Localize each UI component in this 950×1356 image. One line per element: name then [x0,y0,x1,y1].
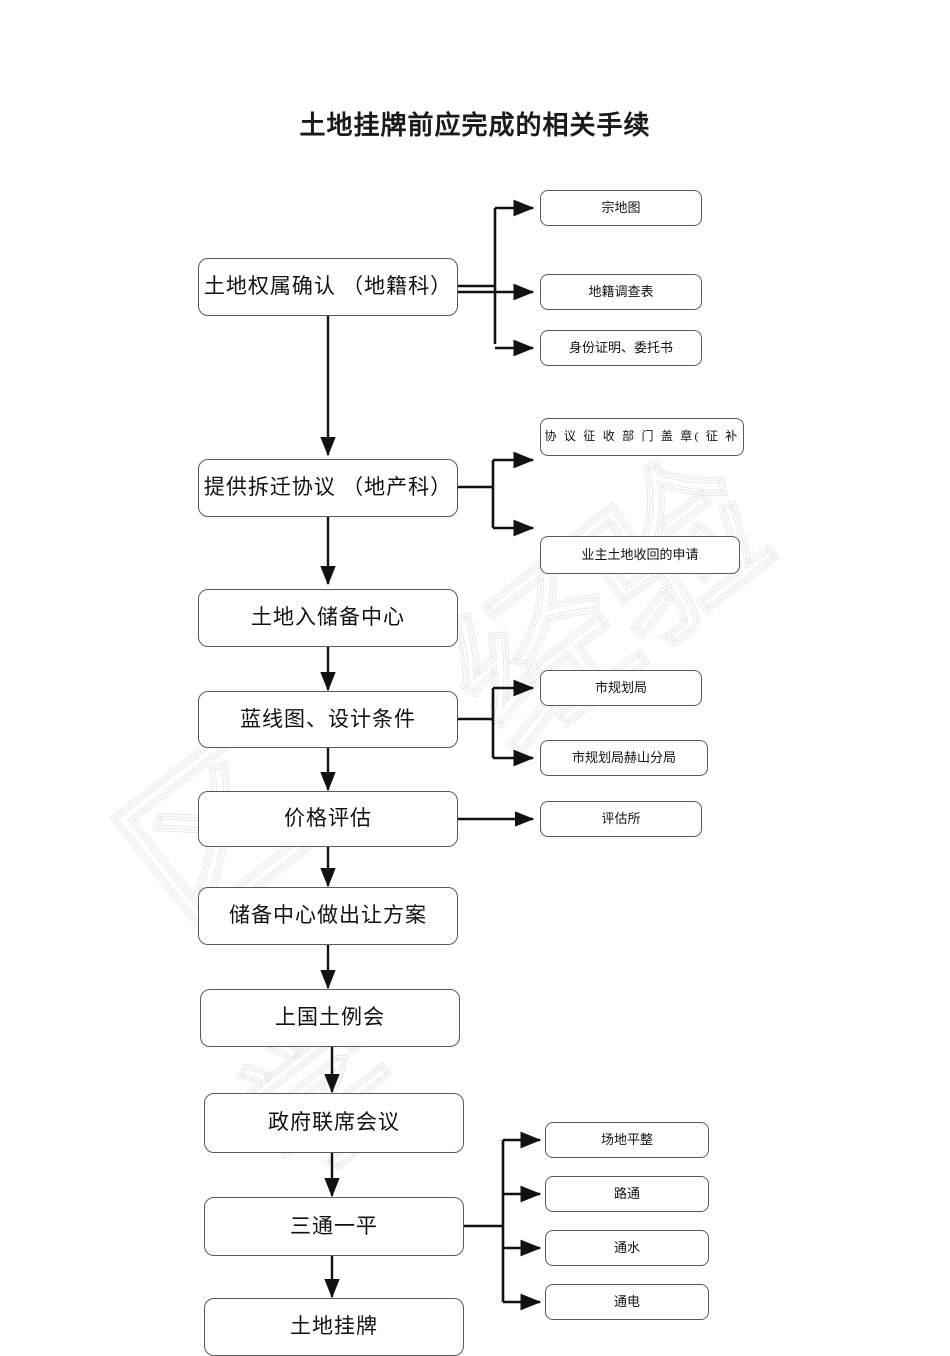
node-label: 储备中心做出让方案 [229,903,427,928]
work-site-leveling[interactable]: 场地平整 [545,1122,709,1158]
doc-parcel-map[interactable]: 宗地图 [540,190,702,226]
step-price-appraisal[interactable]: 价格评估 [198,791,458,847]
node-label: 协 议 征 收 部 门 盖 章( 征 补 [544,429,740,444]
work-power-access[interactable]: 通电 [545,1284,709,1320]
doc-expropriation-seal[interactable]: 协 议 征 收 部 门 盖 章( 征 补 [540,418,744,456]
node-label: 场地平整 [600,1131,653,1147]
step-three-one-level[interactable]: 三通一平 [204,1197,464,1256]
node-label: 蓝线图、设计条件 [240,706,416,731]
node-label: 路通 [613,1185,640,1201]
node-label: 身份证明、委托书 [568,339,673,355]
org-city-planning-bureau[interactable]: 市规划局 [540,670,702,706]
node-label: 市规划局赫山分局 [571,749,676,765]
step-reserve-center[interactable]: 土地入储备中心 [198,589,458,647]
step-land-meeting[interactable]: 上国土例会 [200,989,460,1047]
org-appraisal-office[interactable]: 评估所 [540,801,702,837]
step-land-listing[interactable]: 土地挂牌 [204,1298,464,1356]
node-label: 上国土例会 [275,1005,385,1030]
node-label: 评估所 [601,810,641,826]
step-land-ownership[interactable]: 土地权属确认 （地籍科） [198,258,458,316]
node-label: 通电 [613,1293,640,1309]
node-label: 土地入储备中心 [251,605,405,630]
node-label: 土地挂牌 [290,1314,378,1339]
org-city-planning-heshan-branch[interactable]: 市规划局赫山分局 [540,740,708,776]
doc-cadastral-survey[interactable]: 地籍调查表 [540,274,702,310]
doc-owner-reclaim-app[interactable]: 业主土地收回的申请 [540,536,740,574]
step-transfer-plan[interactable]: 储备中心做出让方案 [198,887,458,945]
node-label: 提供拆迁协议 （地产科） [203,475,453,500]
step-blueline-design[interactable]: 蓝线图、设计条件 [198,691,458,748]
page-title: 土地挂牌前应完成的相关手续 [299,111,651,140]
work-road-access[interactable]: 路通 [545,1176,709,1212]
step-demolition-deal[interactable]: 提供拆迁协议 （地产科） [198,459,458,517]
node-label: 三通一平 [290,1213,378,1238]
doc-id-and-proxy[interactable]: 身份证明、委托书 [540,330,702,366]
node-label: 政府联席会议 [268,1110,400,1135]
node-label: 业主土地收回的申请 [581,546,699,562]
node-label: 土地权属确认 （地籍科） [203,274,453,299]
node-label: 市规划局 [594,679,647,695]
node-label: 通水 [613,1239,640,1255]
node-label: 地籍调查表 [588,283,654,299]
node-label: 宗地图 [601,199,641,215]
work-water-access[interactable]: 通水 [545,1230,709,1266]
node-label: 价格评估 [284,806,372,831]
step-joint-meeting[interactable]: 政府联席会议 [204,1093,464,1153]
